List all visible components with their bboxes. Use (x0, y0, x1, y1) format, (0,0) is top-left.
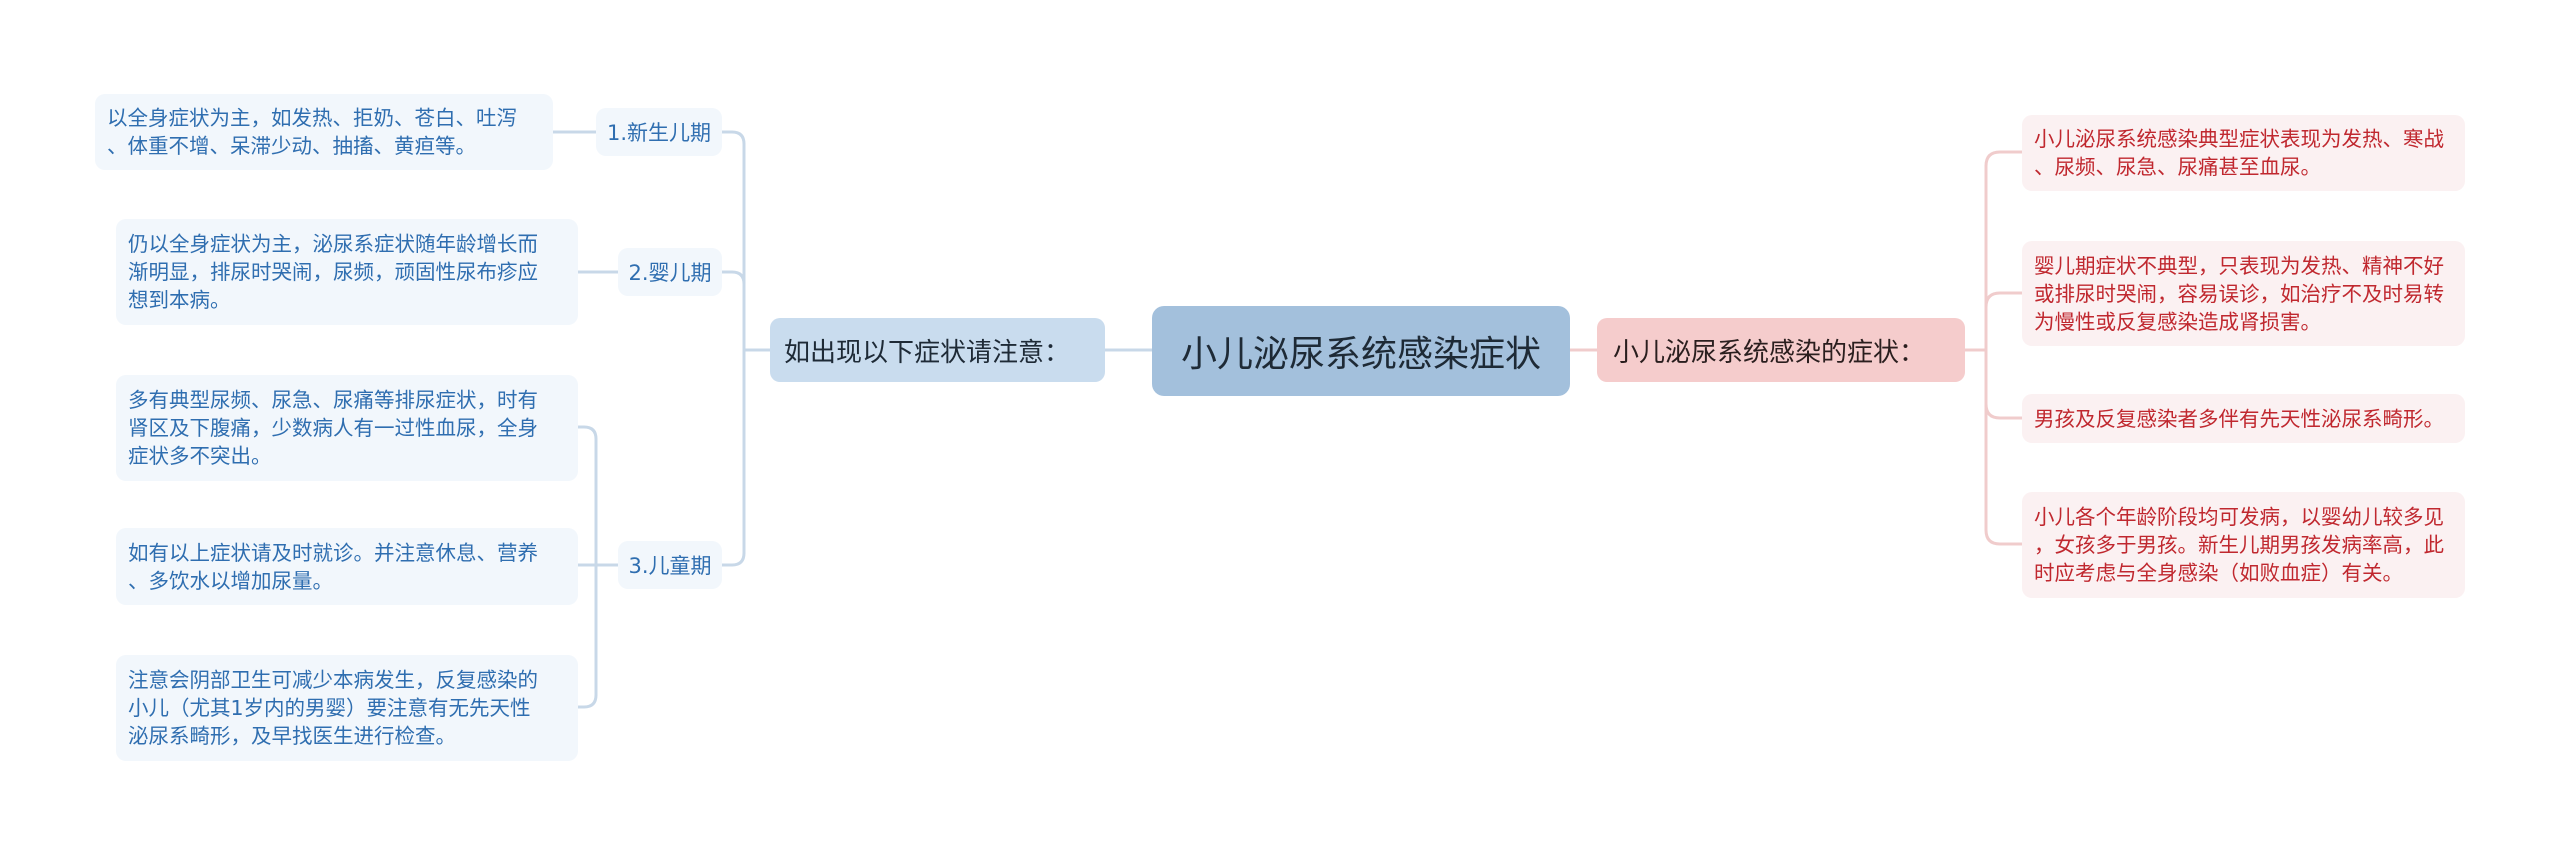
leaf-infant-symptoms[interactable]: 仍以全身症状为主，泌尿系症状随年龄增长而 渐明显，排尿时哭闹，尿频，顽固性尿布疹… (116, 219, 578, 325)
leaf-boys-malformation[interactable]: 男孩及反复感染者多伴有先天性泌尿系畸形。 (2022, 394, 2465, 443)
right-branch-topic[interactable]: 小儿泌尿系统感染的症状： (1597, 318, 1965, 382)
leaf-child-prevention[interactable]: 注意会阴部卫生可减少本病发生，反复感染的 小儿（尤其1岁内的男婴）要注意有无先天… (116, 655, 578, 761)
root-topic[interactable]: 小儿泌尿系统感染症状 (1152, 306, 1570, 396)
subtopic-child[interactable]: 3.儿童期 (618, 541, 722, 589)
subtopic-label: 1.新生儿期 (606, 121, 712, 145)
subtopic-label: 2.婴儿期 (628, 261, 712, 285)
right-branch-label: 小儿泌尿系统感染的症状： (1613, 337, 1926, 368)
left-branch-label: 如出现以下症状请注意： (784, 337, 1071, 368)
leaf-text: 男孩及反复感染者多伴有先天性泌尿系畸形。 (2034, 406, 2444, 431)
subtopic-newborn[interactable]: 1.新生儿期 (596, 108, 722, 156)
leaf-text: 如有以上症状请及时就诊。并注意休息、营养 、多饮水以增加尿量。 (128, 540, 538, 593)
leaf-newborn-symptoms[interactable]: 以全身症状为主，如发热、拒奶、苍白、吐泻 、体重不增、呆滞少动、抽搐、黄疸等。 (95, 94, 553, 170)
leaf-infant-atypical[interactable]: 婴儿期症状不典型，只表现为发热、精神不好 或排尿时哭闹，容易误诊，如治疗不及时易… (2022, 241, 2465, 346)
leaf-age-incidence[interactable]: 小儿各个年龄阶段均可发病，以婴幼儿较多见 ，女孩多于男孩。新生儿期男孩发病率高，… (2022, 492, 2465, 598)
leaf-text: 仍以全身症状为主，泌尿系症状随年龄增长而 渐明显，排尿时哭闹，尿频，顽固性尿布疹… (128, 232, 538, 312)
leaf-child-symptoms[interactable]: 多有典型尿频、尿急、尿痛等排尿症状，时有 肾区及下腹痛，少数病人有一过性血尿，全… (116, 375, 578, 481)
leaf-text: 以全身症状为主，如发热、拒奶、苍白、吐泻 、体重不增、呆滞少动、抽搐、黄疸等。 (107, 106, 517, 158)
root-topic-label: 小儿泌尿系统感染症状 (1180, 334, 1541, 375)
leaf-text: 小儿各个年龄阶段均可发病，以婴幼儿较多见 ，女孩多于男孩。新生儿期男孩发病率高，… (2034, 505, 2444, 585)
subtopic-label: 3.儿童期 (628, 554, 712, 578)
leaf-child-advice[interactable]: 如有以上症状请及时就诊。并注意休息、营养 、多饮水以增加尿量。 (116, 528, 578, 605)
leaf-text: 多有典型尿频、尿急、尿痛等排尿症状，时有 肾区及下腹痛，少数病人有一过性血尿，全… (128, 388, 538, 468)
leaf-text: 小儿泌尿系统感染典型症状表现为发热、寒战 、尿频、尿急、尿痛甚至血尿。 (2034, 127, 2444, 179)
leaf-text: 婴儿期症状不典型，只表现为发热、精神不好 或排尿时哭闹，容易误诊，如治疗不及时易… (2034, 253, 2444, 334)
left-branch-topic[interactable]: 如出现以下症状请注意： (770, 318, 1105, 382)
leaf-text: 注意会阴部卫生可减少本病发生，反复感染的 小儿（尤其1岁内的男婴）要注意有无先天… (128, 668, 538, 748)
subtopic-infant[interactable]: 2.婴儿期 (618, 248, 722, 296)
leaf-typical-symptoms[interactable]: 小儿泌尿系统感染典型症状表现为发热、寒战 、尿频、尿急、尿痛甚至血尿。 (2022, 115, 2465, 191)
